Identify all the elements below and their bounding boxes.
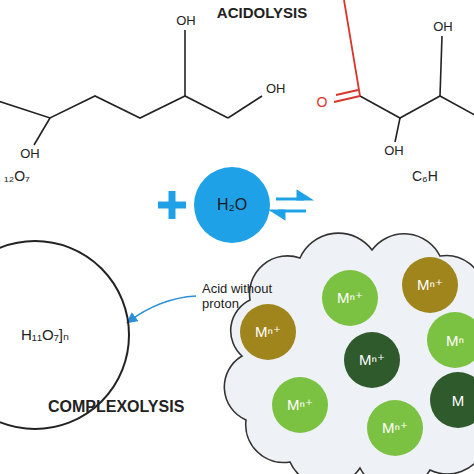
metal-ion: Mⁿ⁺ <box>272 377 328 433</box>
formula-fragment: ₁₂O₇ <box>4 168 30 184</box>
metal-ion: Mⁿ <box>427 312 474 368</box>
metal-ion: Mⁿ⁺ <box>367 400 423 456</box>
node-text: Mⁿ⁺ <box>255 323 281 341</box>
node-text: Mⁿ⁺ <box>417 276 443 294</box>
carboxyl-group <box>334 0 360 102</box>
node-text: Mⁿ <box>446 332 464 349</box>
node-text: M <box>452 392 465 409</box>
node-text: H₂O <box>217 196 247 214</box>
hydroxyl-label: OH <box>266 82 286 97</box>
hydroxyl-label: OH <box>176 14 196 29</box>
node-text: Mⁿ⁺ <box>359 351 385 369</box>
hydroxyl-label: OH <box>384 144 404 159</box>
metal-ion: M <box>430 372 474 428</box>
node-text: Mⁿ⁺ <box>287 396 313 414</box>
molecule-skeleton <box>360 36 474 142</box>
section-heading: ACIDOLYSIS <box>217 4 307 21</box>
hydroxyl-label: OH <box>20 147 40 162</box>
metal-ion: Mⁿ⁺ <box>322 270 378 326</box>
callout-text: Acid without proton <box>202 282 290 312</box>
hydroxyl-label: OH <box>433 20 453 35</box>
plus-sign <box>158 191 186 219</box>
leader-arrow <box>128 296 196 322</box>
formula-fragment: C₆H <box>412 168 438 184</box>
node-text: Mⁿ⁺ <box>382 419 408 437</box>
node-text: H₁₁O₇]ₙ <box>21 326 69 344</box>
water-circle: H₂O <box>194 167 270 243</box>
section-heading: COMPLEXOLYSIS <box>48 398 184 416</box>
molecule-skeleton <box>0 30 262 145</box>
metal-cloud <box>224 233 474 474</box>
node-text: Mⁿ⁺ <box>337 289 363 307</box>
equilibrium-arrows <box>273 192 309 218</box>
metal-ion: Mⁿ⁺ <box>344 332 400 388</box>
metal-ion: Mⁿ⁺ <box>240 304 296 360</box>
oxygen-label: O <box>317 94 328 110</box>
metal-ion: Mⁿ⁺ <box>402 257 458 313</box>
